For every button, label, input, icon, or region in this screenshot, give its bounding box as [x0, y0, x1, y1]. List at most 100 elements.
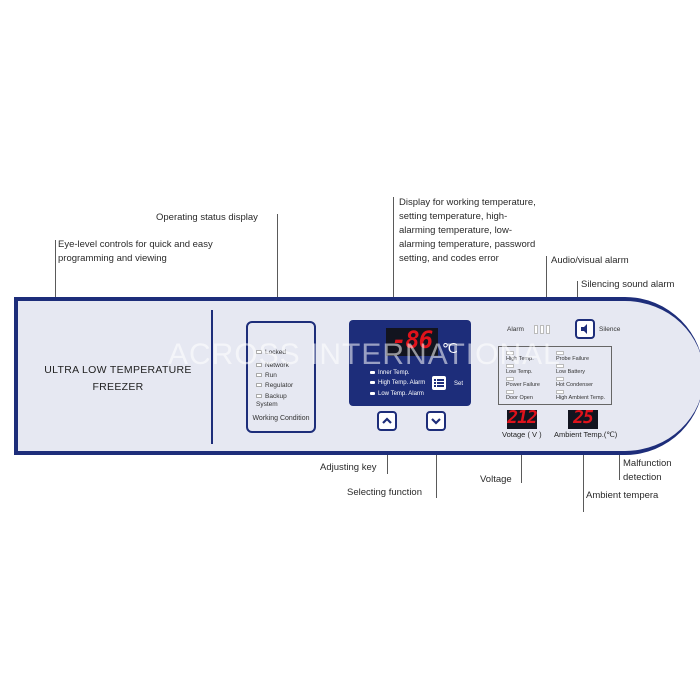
malfunction-light — [556, 377, 564, 381]
callout-ambient: Ambient tempera — [586, 489, 696, 503]
malfunction-label: Hot Condenser — [556, 382, 593, 388]
temperature-reading: -86 — [391, 326, 433, 354]
status-item-locked: Locked — [256, 349, 286, 357]
status-indicator-light — [256, 394, 262, 399]
status-item-backup-system: Backup System — [256, 393, 296, 409]
callout-selecting-function: Selecting function — [347, 486, 447, 500]
callout-adjusting-key-text: Adjusting key — [320, 462, 377, 473]
malfunction-label: High Ambient Temp. — [556, 395, 606, 401]
silence-label: Silence — [599, 326, 621, 333]
display-item-low-alarm: Low Temp. Alarm — [370, 390, 424, 398]
status-item-network: Network — [256, 362, 289, 370]
malfunction-panel — [498, 346, 612, 405]
working-condition-caption: Working Condition — [252, 415, 310, 422]
malfunction-label: Door Open — [506, 395, 533, 401]
malfunction-label: Low Temp. — [506, 369, 533, 375]
display-item-inner-temp: Inner Temp. — [370, 369, 410, 377]
status-indicator-light — [256, 383, 262, 388]
malfunction-light — [556, 351, 564, 355]
malfunction-light — [506, 351, 514, 355]
callout-status-display: Operating status display — [156, 211, 286, 225]
malfunction-light — [556, 364, 564, 368]
display-indicator-light — [370, 391, 375, 395]
malfunction-light — [556, 390, 564, 394]
callout-adjusting-key: Adjusting key — [320, 461, 400, 475]
callout-ambient-text: Ambient tempera — [586, 490, 659, 501]
leader-line-voltage — [521, 440, 522, 483]
malfunction-light — [506, 390, 514, 394]
list-icon — [434, 379, 444, 387]
malfunction-label: Probe Failure — [556, 356, 590, 362]
malfunction-label: High Temp. — [506, 356, 534, 362]
display-item-high-alarm: High Temp. Alarm — [370, 379, 425, 387]
speaker-mute-icon — [581, 324, 587, 334]
callout-eye-level: Eye-level controls for quick and easy pr… — [58, 238, 218, 266]
chevron-up-icon — [382, 417, 392, 424]
temperature-unit: ℃ — [442, 340, 458, 356]
callout-malfunction: Malfunction detection — [623, 457, 693, 485]
ambient-reading: 25 — [573, 407, 594, 428]
temperature-lcd — [386, 328, 438, 356]
freezer-title-line2: FREEZER — [92, 381, 144, 393]
alarm-label: Alarm — [507, 326, 524, 333]
malfunction-item-probe-failure: Probe Failure — [556, 351, 589, 363]
malfunction-item-low-battery: Low Battery — [556, 364, 585, 376]
callout-display-desc-text: Display for working temperature, setting… — [399, 197, 536, 264]
display-item-label: Inner Temp. — [378, 370, 410, 376]
malfunction-item-power-failure: Power Failure — [506, 377, 540, 389]
status-indicator-light — [256, 373, 262, 378]
voltage-reading: 212 — [507, 407, 538, 428]
status-label: Locked — [265, 349, 286, 356]
set-button[interactable] — [430, 374, 448, 392]
status-label: Regulator — [265, 382, 294, 389]
callout-status-display-text: Operating status display — [156, 212, 258, 223]
status-label: Run — [265, 372, 277, 379]
ambient-label: Ambient Temp.(℃) — [554, 430, 618, 439]
down-button[interactable] — [426, 411, 446, 431]
malfunction-label: Power Failure — [506, 382, 540, 388]
malfunction-light — [506, 377, 514, 381]
status-item-run: Run — [256, 372, 277, 380]
alarm-light — [540, 325, 544, 334]
working-condition-panel — [246, 321, 316, 433]
voltage-display — [507, 410, 537, 429]
leader-line-selecting — [436, 430, 437, 498]
panel-divider — [211, 310, 213, 444]
alarm-light — [534, 325, 538, 334]
malfunction-item-door-open: Door Open — [506, 390, 533, 402]
status-label: Network — [265, 362, 289, 369]
freezer-title-line1: ULTRA LOW TEMPERATURE — [44, 364, 192, 376]
up-button[interactable] — [377, 411, 397, 431]
malfunction-light — [506, 364, 514, 368]
display-item-label: Low Temp. Alarm — [378, 391, 424, 397]
leader-line-alarm — [546, 256, 547, 322]
malfunction-item-high-ambient: High Ambient Temp. — [556, 390, 605, 402]
set-label: Set — [454, 381, 464, 387]
callout-voltage-text: Voltage — [480, 474, 512, 485]
malfunction-label: Low Battery — [556, 369, 586, 375]
callout-voltage: Voltage — [480, 473, 540, 487]
freezer-title: ULTRA LOW TEMPERATURE FREEZER — [38, 362, 198, 396]
chevron-down-icon — [431, 418, 441, 425]
callout-display-desc: Display for working temperature, setting… — [399, 196, 539, 266]
callout-eye-level-text: Eye-level controls for quick and easy pr… — [58, 239, 213, 264]
status-item-regulator: Regulator — [256, 382, 293, 390]
leader-line-ambient — [583, 440, 584, 512]
leader-line-eye-level — [55, 240, 56, 312]
leader-line-status — [277, 214, 278, 318]
callout-silencing-text: Silencing sound alarm — [581, 279, 675, 290]
leader-line-display — [393, 197, 394, 333]
callout-audio-alarm: Audio/visual alarm — [551, 254, 671, 268]
malfunction-item-low-temp: Low Temp. — [506, 364, 533, 376]
status-indicator-light — [256, 350, 262, 355]
watermark: ACROSS INTERNATIONAL — [168, 338, 561, 371]
callout-silencing: Silencing sound alarm — [581, 278, 700, 292]
display-item-label: High Temp. Alarm — [378, 380, 426, 386]
display-indicator-light — [370, 370, 375, 374]
status-indicator-light — [256, 363, 262, 368]
display-indicator-light — [370, 380, 375, 384]
silence-button[interactable] — [575, 319, 595, 339]
alarm-light — [546, 325, 550, 334]
malfunction-item-hot-condenser: Hot Condenser — [556, 377, 593, 389]
callout-malfunction-text: Malfunction detection — [623, 458, 672, 483]
